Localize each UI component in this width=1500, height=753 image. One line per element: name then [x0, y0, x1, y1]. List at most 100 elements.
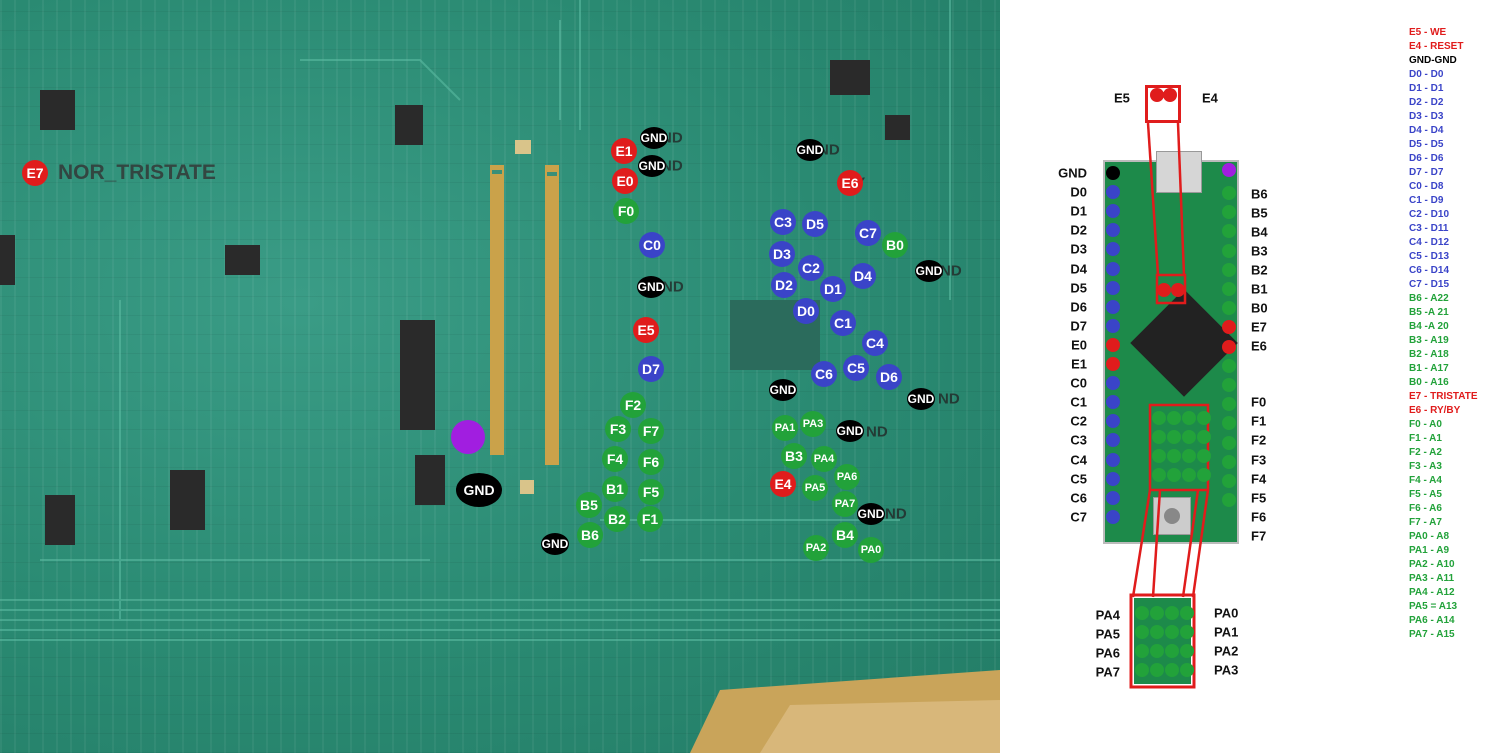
right-pin: [1222, 301, 1236, 316]
board-top-right-label: E4: [1202, 90, 1218, 106]
header-pin: [1165, 644, 1179, 658]
left-pin-label: D0: [1070, 184, 1087, 200]
legend-entry: F2 - A2: [1409, 447, 1442, 458]
left-pin: [1106, 204, 1120, 219]
gnd-marker: GND: [796, 139, 824, 161]
right-pin: [1222, 493, 1236, 508]
right-pin-label: E7: [1251, 319, 1267, 335]
right-pin: [1222, 320, 1236, 335]
b4-marker: B4: [832, 522, 858, 548]
right-pin-label: F4: [1251, 471, 1267, 487]
legend-entry: D5 - D5: [1409, 139, 1444, 150]
d0-marker: D0: [793, 298, 819, 324]
right-pin: [1222, 397, 1236, 412]
left-pin-label: D5: [1070, 280, 1087, 296]
legend-entry: C0 - D8: [1409, 181, 1444, 192]
header-pin: [1152, 411, 1166, 425]
header-pin: [1182, 468, 1196, 482]
pcb-traces: [0, 0, 1000, 753]
legend-entry: E5 - WE: [1409, 27, 1447, 38]
right-pin: [1222, 339, 1236, 354]
inner-red-pin: [1171, 283, 1185, 297]
header-pin: [1167, 411, 1181, 425]
pin-e4: [1163, 88, 1177, 102]
left-pin-label: C4: [1070, 452, 1087, 467]
left-pin-label: D7: [1070, 318, 1087, 334]
header-pin: [1150, 663, 1164, 677]
right-pin-label: B4: [1251, 224, 1268, 240]
b2-marker: B2: [604, 506, 630, 532]
d6-marker: D6: [876, 364, 902, 390]
header-pin: [1197, 411, 1211, 425]
left-pin-label: C2: [1070, 413, 1087, 429]
right-pin: [1222, 454, 1236, 469]
header-pin: [1152, 430, 1166, 444]
header-pin: [1182, 430, 1196, 444]
header-pin: [1165, 625, 1179, 639]
ghost-text: ND: [885, 505, 907, 523]
f0-marker: F0: [613, 198, 639, 224]
legend-entry: C7 - D15: [1409, 279, 1450, 290]
f3-marker: F3: [605, 416, 631, 442]
b3-marker: B3: [781, 443, 807, 469]
right-pin: [1222, 282, 1236, 296]
legend-entry: D7 - D7: [1409, 167, 1444, 178]
ghost-text: ND: [938, 390, 960, 408]
left-pin-label: E1: [1071, 356, 1087, 372]
d7-marker: D7: [638, 356, 664, 382]
inner-red-pin: [1157, 283, 1171, 297]
header-pin: [1150, 644, 1164, 658]
pa5-marker: PA5: [802, 475, 828, 501]
c1-marker: C1: [830, 310, 856, 336]
left-pin: [1106, 509, 1120, 524]
pa2-marker: PA2: [803, 535, 829, 561]
right-pin-label: E6: [1251, 338, 1267, 354]
right-pin: [1222, 378, 1236, 392]
left-pin: [1106, 376, 1120, 391]
right-pin: [1222, 358, 1236, 373]
legend-entry: PA2 - A10: [1409, 559, 1455, 570]
legend-entry: PA0 - A8: [1409, 531, 1450, 542]
c3-marker: C3: [770, 209, 796, 235]
b1-marker: B1: [602, 476, 628, 502]
legend-entry: D1 - D1: [1409, 83, 1444, 94]
c7-marker: C7: [855, 220, 881, 246]
f6-marker: F6: [638, 449, 664, 475]
left-pin: [1106, 261, 1120, 276]
nor-tristate-label: NOR_TRISTATE: [58, 161, 216, 184]
right-pin-label: F2: [1251, 432, 1267, 448]
right-pin: [1222, 205, 1236, 220]
legend-entry: E6 - RY/BY: [1409, 405, 1461, 416]
legend-entry: D0 - D0: [1409, 69, 1444, 80]
right-pin-label: B0: [1251, 300, 1268, 316]
left-pin-label: D4: [1070, 261, 1087, 276]
legend-entry: PA1 - A9: [1409, 545, 1450, 556]
left-pin-label: GND: [1058, 165, 1087, 181]
header-pin: [1197, 430, 1211, 444]
left-pin-label: C5: [1070, 471, 1087, 487]
legend-entry: F6 - A6: [1409, 503, 1442, 514]
left-pin: [1106, 395, 1120, 410]
legend-entry: F1 - A1: [1409, 433, 1442, 444]
legend-entry: C6 - D14: [1409, 265, 1450, 276]
right-pin-label: B5: [1251, 205, 1268, 221]
d1-marker: D1: [820, 276, 846, 302]
left-pin-label: C6: [1070, 490, 1087, 506]
f2-marker: F2: [620, 392, 646, 418]
gnd-marker: GND: [836, 420, 864, 442]
header-pin: [1135, 625, 1149, 639]
ghost-text: ND: [940, 262, 962, 280]
f7-marker: F7: [638, 418, 664, 444]
gnd-marker: GND: [907, 388, 935, 410]
e4-marker: E4: [770, 471, 796, 497]
right-pin-label: F6: [1251, 509, 1267, 525]
right-pin-label: F1: [1251, 413, 1267, 429]
right-pin: [1222, 262, 1236, 277]
gnd-marker: GND: [637, 276, 665, 298]
header-pin: [1152, 449, 1166, 463]
legend-entry: PA3 - A11: [1409, 573, 1455, 584]
right-pin: [1222, 186, 1236, 200]
right-pin: [1222, 243, 1236, 258]
right-pin-label: B2: [1251, 262, 1268, 278]
c5-marker: C5: [843, 355, 869, 381]
